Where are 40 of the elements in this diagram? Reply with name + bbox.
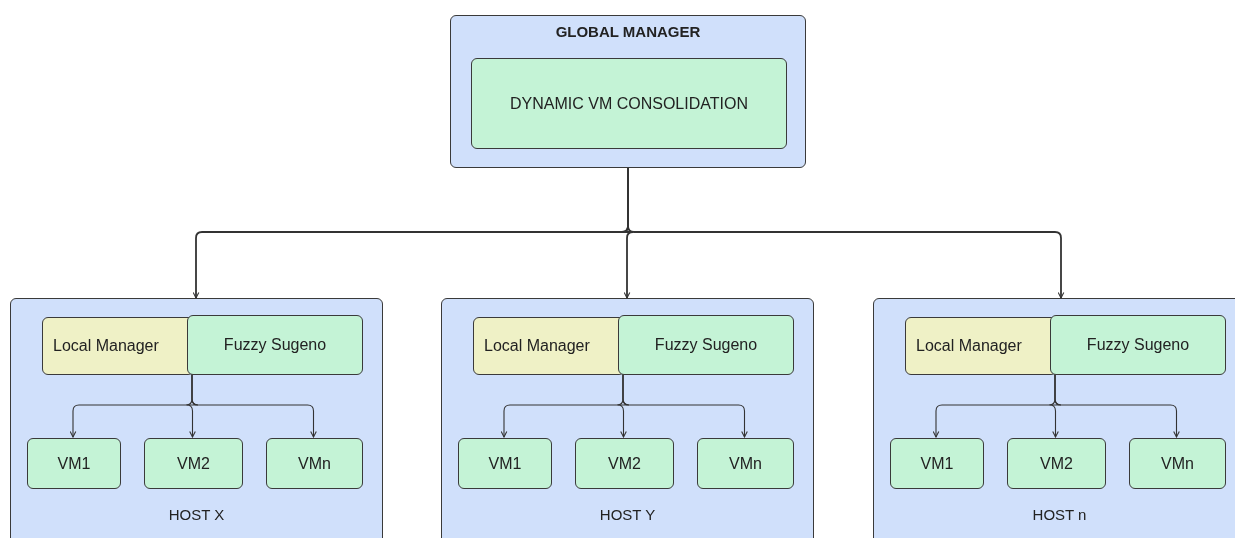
process-box <box>144 438 243 489</box>
box-label: VMn <box>729 454 762 473</box>
container-box <box>441 298 814 538</box>
box-label: VM2 <box>177 454 210 473</box>
box-label: Fuzzy Sugeno <box>654 336 758 354</box>
box-label: VMn <box>298 454 331 473</box>
box-label: Local Manager <box>484 337 590 355</box>
process-box <box>1007 438 1106 489</box>
arrow <box>191 373 317 438</box>
process-box <box>697 438 794 489</box>
box-label: VM1 <box>488 454 522 473</box>
process-box <box>1129 438 1226 489</box>
process-box <box>575 438 674 489</box>
host-label: HOST n <box>1032 506 1087 523</box>
box-label: VM1 <box>920 454 954 473</box>
box-label: Fuzzy Sugeno <box>223 336 327 354</box>
process-box <box>890 438 984 489</box>
host-label: HOST X <box>168 506 225 523</box>
process-box <box>618 315 794 375</box>
container-box <box>873 298 1235 538</box>
host-label: HOST Y <box>599 506 656 523</box>
arrow <box>622 373 748 438</box>
process-box <box>458 438 552 489</box>
process-box <box>27 438 121 489</box>
box-label: Fuzzy Sugeno <box>1086 336 1190 354</box>
heading: GLOBAL MANAGER <box>555 23 701 40</box>
box-label: VM2 <box>608 454 641 473</box>
container-box <box>450 15 806 168</box>
process-box <box>187 315 363 375</box>
box-label: VM2 <box>1040 454 1073 473</box>
box-label: VM1 <box>57 454 91 473</box>
arrow <box>1054 373 1180 438</box>
process-box <box>471 58 787 149</box>
box-label: Local Manager <box>53 337 159 355</box>
container-box <box>10 298 383 538</box>
box-label: Local Manager <box>916 337 1022 355</box>
process-box <box>1050 315 1226 375</box>
box-label: VMn <box>1161 454 1194 473</box>
box-label: DYNAMIC VM CONSOLIDATION <box>510 94 748 113</box>
process-box <box>266 438 363 489</box>
